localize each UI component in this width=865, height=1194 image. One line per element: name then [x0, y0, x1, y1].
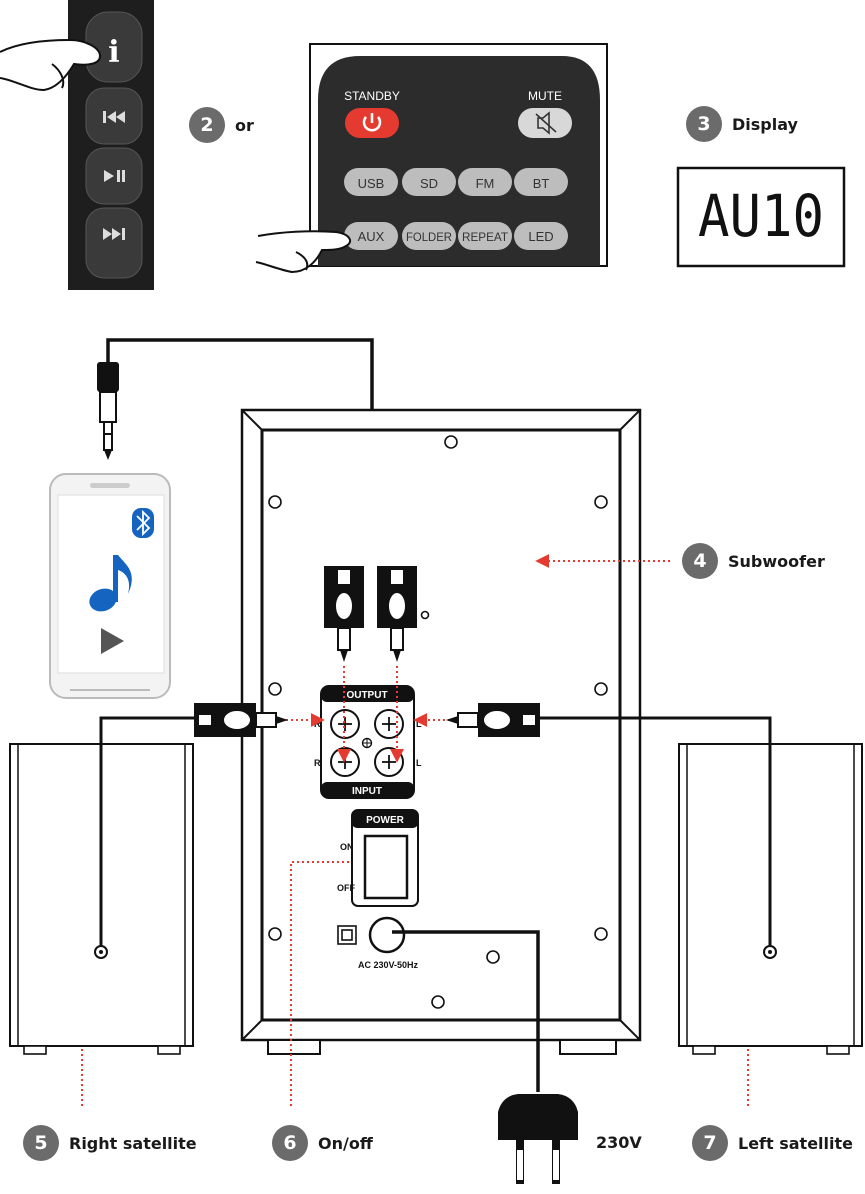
satellite-cables [99, 716, 772, 946]
aux-button[interactable] [344, 222, 398, 250]
step-2: 2 or [189, 107, 254, 143]
step-7: 7 Left satellite [692, 1125, 853, 1161]
step-4-badge: 4 [682, 543, 718, 579]
smartphone [49, 473, 171, 699]
audio-jack-plug [97, 362, 119, 460]
step-5-badge: 5 [23, 1125, 59, 1161]
step-2-label: or [235, 115, 254, 135]
step-2-badge: 2 [189, 107, 225, 143]
sd-button-label: SD [420, 176, 438, 191]
fm-button-label: FM [476, 176, 495, 191]
repeat-button-label: REPEAT [462, 230, 509, 244]
connection-arrows [75, 554, 755, 1106]
step-6: 6 On/off [272, 1125, 373, 1161]
next-button[interactable] [85, 207, 143, 279]
next-icon [103, 228, 125, 240]
display-readout: AU10 [698, 182, 824, 250]
prev-icon [103, 111, 125, 123]
play-pause-icon [104, 170, 125, 182]
usb-button-label: USB [358, 176, 385, 191]
play-icon [101, 628, 124, 654]
power-toggle[interactable] [363, 834, 409, 900]
step-6-badge: 6 [272, 1125, 308, 1161]
on-label: ON [340, 842, 354, 852]
power-cable [392, 930, 540, 1092]
input-l-label: L [416, 758, 422, 768]
step-3: 3 Display [686, 106, 798, 142]
power-switch-panel: POWER ON OFF [337, 809, 419, 907]
plug-voltage: 230V [596, 1133, 642, 1152]
bluetooth-icon [132, 508, 154, 538]
input-r-label: R [314, 758, 321, 768]
side-remote: i [0, 0, 154, 290]
music-note-icon [89, 555, 132, 612]
fm-button[interactable] [458, 168, 512, 196]
bt-button[interactable] [514, 168, 568, 196]
usb-button[interactable] [344, 168, 398, 196]
step-3-badge: 3 [686, 106, 722, 142]
folder-button[interactable] [402, 222, 456, 250]
mute-label: MUTE [528, 89, 562, 103]
aux-button-label: AUX [358, 229, 385, 244]
remote-control: STANDBY MUTE USB SD FM BT AUX FOLDER REP… [255, 43, 608, 274]
hand-pointer-icon [0, 38, 102, 92]
step-5: 5 Right satellite [23, 1125, 197, 1161]
step-7-badge: 7 [692, 1125, 728, 1161]
folder-button-label: FOLDER [406, 230, 452, 244]
input-label: INPUT [352, 786, 382, 797]
ac-inlet: AC 230V-50Hz [337, 916, 419, 970]
power-icon [362, 113, 382, 132]
rca-plug-left [377, 566, 417, 662]
step-3-label: Display [732, 114, 798, 134]
ac-voltage-label: AC 230V-50Hz [358, 960, 419, 970]
mains-plug-icon [498, 1094, 578, 1184]
step-5-label: Right satellite [69, 1133, 197, 1153]
step-4: 4 Subwoofer [682, 543, 825, 579]
rca-plug-right-satellite [194, 703, 288, 737]
subwoofer [240, 408, 642, 1055]
standby-label: STANDBY [344, 89, 400, 103]
led-button-label: LED [528, 229, 553, 244]
display-panel [676, 166, 846, 268]
bt-button-label: BT [533, 176, 550, 191]
terminal-panel: OUTPUT INPUT R L R L [314, 685, 422, 799]
power-label: POWER [366, 815, 405, 826]
step-7-label: Left satellite [738, 1133, 853, 1153]
info-glyph: i [108, 35, 119, 70]
mute-icon [535, 111, 557, 135]
plug-voltage-label: 230V [596, 1133, 642, 1152]
sd-button[interactable] [402, 168, 456, 196]
step-6-label: On/off [318, 1133, 373, 1153]
output-label: OUTPUT [346, 690, 387, 701]
led-button[interactable] [514, 222, 568, 250]
off-label: OFF [337, 883, 355, 893]
rca-plug-right [324, 566, 364, 662]
repeat-button[interactable] [458, 222, 512, 250]
rca-plug-left-satellite [446, 703, 540, 737]
step-4-label: Subwoofer [728, 551, 825, 571]
hand-pointer-icon [255, 230, 352, 274]
